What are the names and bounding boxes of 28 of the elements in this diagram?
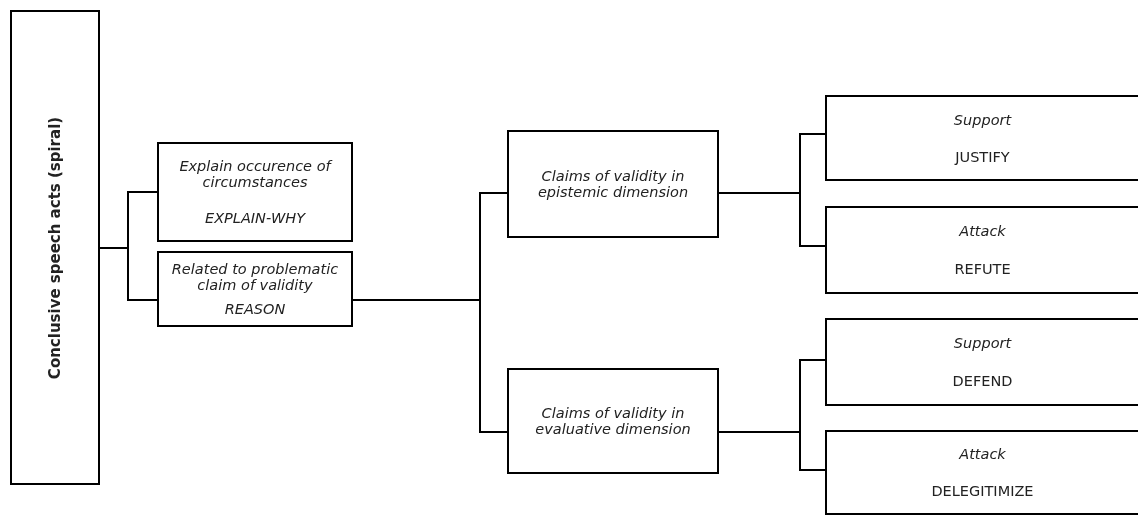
node-title: Explain occurence of circumstances	[178, 158, 334, 190]
node-title: Support	[953, 335, 1012, 351]
node-keyword: JUSTIFY	[955, 148, 1010, 165]
speech-act-box	[825, 318, 1138, 406]
node-keyword: REFUTE	[954, 261, 1011, 277]
category-box	[507, 130, 719, 238]
speech-act-box	[825, 430, 1138, 515]
connector-line	[99, 247, 158, 301]
node-title: Conclusive speech acts (spiral)	[46, 116, 64, 379]
node-keyword: DEFEND	[952, 373, 1013, 389]
category-box	[157, 251, 353, 327]
connector-line	[718, 431, 826, 471]
category-box	[507, 368, 719, 474]
connector-line	[718, 192, 826, 247]
category-box	[157, 142, 353, 242]
node-keyword: DELEGITIMIZE	[931, 482, 1034, 499]
node-keyword: REASON	[224, 301, 286, 317]
connector-line	[352, 299, 508, 433]
speech-act-box	[825, 206, 1138, 294]
node-title: Claims of validity in evaluative dimension	[534, 405, 692, 437]
node-title: Support	[953, 111, 1012, 128]
root-box	[10, 10, 100, 485]
node-title: Related to problematic claim of validity	[170, 261, 340, 293]
node-title: Attack	[959, 223, 1006, 239]
node-title: Claims of validity in epistemic dimension	[536, 168, 690, 200]
node-keyword: EXPLAIN-WHY	[204, 210, 305, 226]
node-title: Attack	[959, 446, 1006, 463]
speech-act-box	[825, 95, 1138, 181]
